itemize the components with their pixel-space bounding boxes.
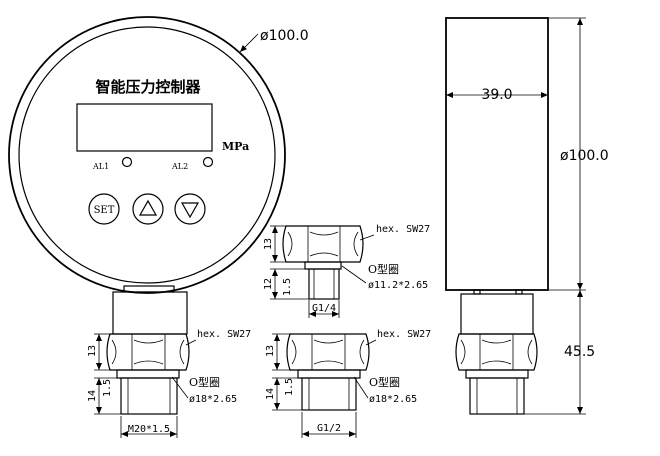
side-oring-collar	[465, 369, 529, 379]
hex-curve	[291, 339, 297, 365]
hex-curve	[527, 339, 533, 365]
main-oring-size: ø18*2.65	[189, 394, 237, 405]
down-button-outline	[174, 193, 206, 225]
main-thread-label: M20*1.5	[128, 424, 170, 435]
hex-nut	[106, 333, 190, 371]
main-dim-13: 13	[87, 345, 98, 357]
g14-hex-label: hex. SW27	[376, 224, 430, 235]
up-button-outline	[132, 193, 164, 225]
side-housing	[445, 17, 549, 291]
g12-dim-13: 13	[265, 345, 276, 357]
g12-oring-size: ø18*2.65	[369, 394, 417, 405]
g12-oring-label: O型圈	[369, 375, 400, 389]
al1-label: AL1	[92, 162, 109, 171]
side-thread-body	[469, 377, 525, 415]
hex-curve	[313, 360, 344, 365]
set-button-label: SET	[94, 205, 115, 216]
oring-collar	[116, 369, 180, 379]
gauge-title: 智能压力控制器	[95, 78, 201, 96]
g12-hex-label: hex. SW27	[377, 329, 431, 340]
g12-dim-14: 14	[265, 388, 276, 400]
hex-curve	[111, 339, 117, 365]
oring-collar	[297, 369, 361, 379]
g14-thread-label: G1/4	[312, 303, 336, 314]
hex-curve	[309, 252, 339, 257]
hex-nut	[286, 333, 370, 371]
fitting-body	[112, 291, 188, 335]
hex-curve	[481, 339, 512, 344]
al2-led-icon	[202, 156, 214, 168]
hex-curve	[353, 231, 359, 257]
set-button-outline	[88, 193, 120, 225]
hex-curve	[460, 339, 466, 365]
main-hex-label: hex. SW27	[197, 329, 251, 340]
fitting-g14: hex. SW27 O型圈 ø11.2*2.65 13 12 1.5 G1/4	[263, 224, 430, 318]
fitting-main: hex. SW27 O型圈 ø18*2.65 13 14 1.5 M20*1.5	[87, 291, 251, 438]
display-window	[76, 103, 213, 152]
side-view: 39.0 ø100.0 45.5	[445, 17, 609, 415]
side-fitting-body	[460, 293, 534, 335]
diameter-leader	[239, 33, 259, 53]
al1-led-icon	[121, 156, 133, 168]
down-arrow-icon	[180, 202, 200, 219]
set-button[interactable]: SET	[88, 193, 120, 225]
unit-label: MPa	[222, 140, 249, 153]
hex-curve	[287, 231, 293, 257]
main-dim-14: 14	[87, 390, 98, 402]
oring-leader	[353, 376, 369, 399]
g14-oring-label: O型圈	[368, 262, 399, 276]
hex-curve	[481, 360, 512, 365]
hex-curve	[133, 360, 164, 365]
oring-leader	[171, 376, 189, 399]
side-hex-nut	[455, 333, 538, 371]
hex-leader	[365, 339, 377, 346]
al2-label: AL2	[171, 162, 188, 171]
g14-dim-12: 12	[263, 278, 274, 290]
side-stem-label: 45.5	[564, 344, 595, 360]
hex-curve	[133, 339, 164, 344]
gauge-diameter-label: ø100.0	[260, 28, 309, 44]
gauge-inner-ring	[18, 26, 276, 284]
up-arrow-icon	[138, 199, 158, 216]
oring-collar	[304, 261, 342, 270]
g12-dim-15: 1.5	[284, 378, 295, 396]
side-width-label: 39.0	[481, 87, 512, 103]
side-diameter-label: ø100.0	[560, 148, 609, 164]
hex-curve	[313, 339, 344, 344]
hex-nut	[282, 225, 364, 263]
hex-curve	[359, 339, 365, 365]
hex-curve	[179, 339, 185, 365]
gauge-outer-ring	[8, 16, 286, 294]
up-button[interactable]	[132, 193, 164, 225]
g14-dim-15: 1.5	[282, 278, 293, 296]
gauge-front-view: ø100.0 智能压力控制器 MPa AL1 AL2 SET	[8, 16, 309, 294]
thread-body	[308, 268, 340, 300]
g14-dim-13: 13	[263, 238, 274, 250]
main-oring-label: O型圈	[189, 375, 220, 389]
hex-leader	[185, 339, 197, 346]
hex-curve	[309, 231, 339, 236]
main-dim-15: 1.5	[102, 379, 113, 397]
fitting-g12: hex. SW27 O型圈 ø18*2.65 13 14 1.5 G1/2	[265, 329, 431, 438]
thread-body	[301, 377, 357, 411]
g12-thread-label: G1/2	[317, 423, 341, 434]
hex-leader	[359, 234, 375, 241]
thread-body	[120, 377, 178, 415]
oring-leader	[341, 265, 367, 284]
g14-oring-size: ø11.2*2.65	[368, 280, 428, 291]
down-button[interactable]	[174, 193, 206, 225]
